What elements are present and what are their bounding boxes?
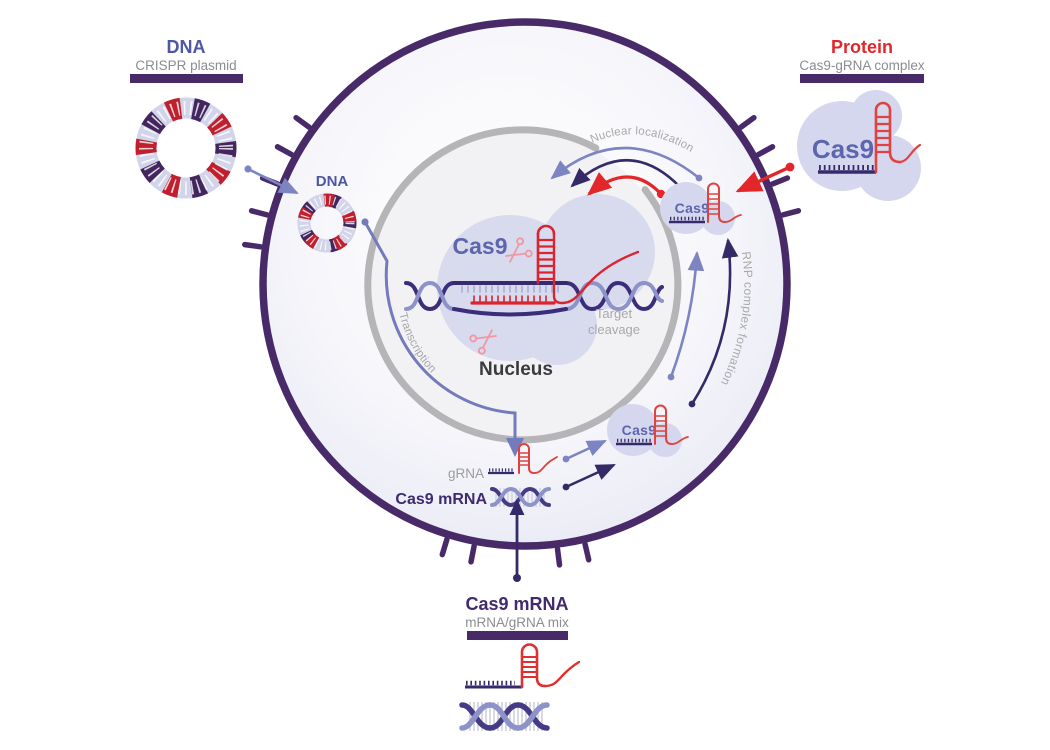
dna-method-subtitle: CRISPR plasmid: [135, 58, 236, 73]
protein-method-block: Protein Cas9-gRNA complex Cas9: [797, 37, 925, 201]
cas9-label-protein: Cas9: [812, 134, 874, 164]
plasmid-in-cell: DNA: [297, 173, 357, 253]
cas9-protein-blob: Cas9: [797, 90, 922, 201]
nucleus-label: Nucleus: [479, 359, 553, 380]
dna-method-block: DNA CRISPR plasmid: [130, 37, 243, 199]
cas9-label-nucleus: Cas9: [453, 233, 508, 259]
rnp-complex-upper: Cas9: [660, 182, 742, 235]
dna-method-title: DNA: [167, 37, 206, 57]
scissors-icon-bottom: [469, 329, 497, 355]
target-cleavage-label-2: cleavage: [588, 322, 640, 337]
target-cleavage-label-1: Target: [596, 306, 633, 321]
mrna-method-divider: [467, 631, 568, 640]
entry-arrow-protein: [735, 162, 795, 193]
grna-label: gRNA: [448, 466, 484, 481]
grna-base-pairs: [473, 295, 547, 303]
plasmid-icon-small: [297, 193, 357, 253]
mrna-method-subtitle: mRNA/gRNA mix: [465, 615, 569, 630]
cas9-mrna-label: Cas9 mRNA: [395, 491, 487, 508]
dna-label-in-cell: DNA: [316, 173, 349, 190]
grna-hairpin-icon-large: [874, 101, 922, 174]
grna-hairpin-icon: [707, 182, 742, 223]
entry-arrow-dna: [244, 165, 299, 195]
cas9-mrna-in-cell: Cas9 mRNA: [395, 486, 551, 508]
plasmid-icon-large: [135, 97, 237, 199]
entry-arrow-mrna: [509, 499, 525, 582]
transcription-arrowhead: [506, 438, 524, 457]
protein-method-divider: [800, 74, 924, 83]
grna-icon-large: [465, 643, 581, 689]
mrna-icon-small: [490, 486, 551, 508]
grna-hairpin-icon: [518, 443, 558, 474]
mrna-icon-large: [459, 702, 550, 731]
protein-method-subtitle: Cas9-gRNA complex: [799, 58, 925, 73]
mrna-method-title: Cas9 mRNA: [465, 594, 568, 614]
rnp-complex-lower: Cas9: [607, 404, 689, 457]
cell-membrane: [259, 18, 791, 550]
grna-hairpin-nucleus: [536, 224, 640, 305]
grna-in-cell: gRNA: [448, 443, 558, 481]
cas9-label-rnp-upper: Cas9: [675, 200, 710, 216]
assembly-arrows: [562, 439, 616, 491]
protein-method-title: Protein: [831, 37, 893, 57]
grna-hairpin-icon: [654, 404, 689, 445]
scissors-icon-top: [505, 237, 533, 263]
dna-method-divider: [130, 74, 243, 83]
dna-base-pairs-top: [461, 285, 559, 293]
mrna-entry-arrowhead: [509, 499, 525, 515]
nucleus: Cas9 Target cleavage Nucleus: [364, 126, 682, 444]
cas9-label-rnp-lower: Cas9: [622, 422, 657, 438]
nuclear-envelope: [364, 126, 682, 444]
mrna-method-block: Cas9 mRNA mRNA/gRNA mix: [459, 594, 581, 731]
